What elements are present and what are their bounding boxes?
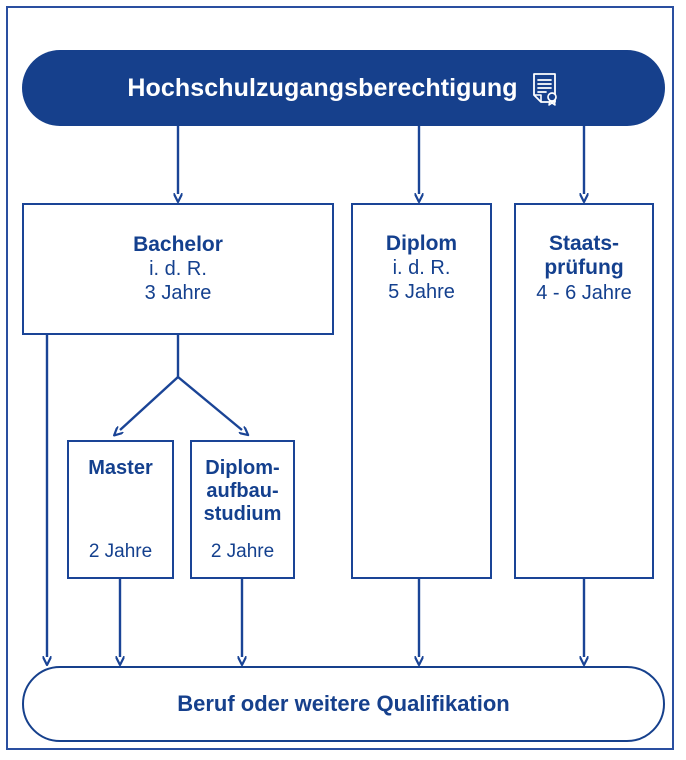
diplomaufbaustudium-duration: 2 Jahre — [210, 541, 275, 563]
bachelor-title: Bachelor — [133, 232, 223, 256]
staatspruefung-title-line-2: prüfung — [544, 256, 624, 280]
node-bachelor[interactable]: Bachelor i. d. R. 3 Jahre — [22, 203, 334, 335]
master-duration: 2 Jahre — [88, 541, 153, 563]
staatspruefung-title-line-1: Staats- — [548, 232, 620, 255]
node-hochschulzugangsberechtigung[interactable]: Hochschulzugangsberechtigung — [22, 50, 665, 126]
node-master[interactable]: Master 2 Jahre — [67, 440, 174, 579]
node-staatspruefung[interactable]: Staats- prüfung 4 - 6 Jahre — [514, 203, 654, 579]
certificate-icon — [530, 72, 560, 106]
diplomaufbaustudium-title-line-2: aufbau- — [206, 480, 279, 503]
diplomaufbaustudium-title-line-3: studium — [203, 503, 282, 526]
node-diplomaufbaustudium[interactable]: Diplom- aufbau- studium 2 Jahre — [190, 440, 295, 579]
arrow-bachelor-to-master — [120, 376, 179, 430]
hochschulzugangsberechtigung-label: Hochschulzugangsberechtigung — [127, 73, 518, 102]
arrow-bachelor-to-diplomaufbau — [177, 376, 242, 430]
node-beruf-oder-weitere-qualifikation[interactable]: Beruf oder weitere Qualifikation — [22, 666, 665, 742]
bachelor-duration: 3 Jahre — [144, 282, 212, 305]
bachelor-sub-line-1: i. d. R. — [149, 258, 207, 281]
staatspruefung-duration: 4 - 6 Jahre — [536, 281, 632, 304]
diplom-duration: 5 Jahre — [388, 281, 455, 304]
master-title: Master — [88, 457, 153, 479]
diplom-title: Diplom — [385, 232, 458, 255]
diplomaufbaustudium-title-line-1: Diplom- — [205, 457, 280, 479]
diplom-sub-line-1: i. d. R. — [392, 257, 451, 280]
beruf-label: Beruf oder weitere Qualifikation — [177, 691, 510, 716]
node-diplom[interactable]: Diplom i. d. R. 5 Jahre — [351, 203, 492, 579]
